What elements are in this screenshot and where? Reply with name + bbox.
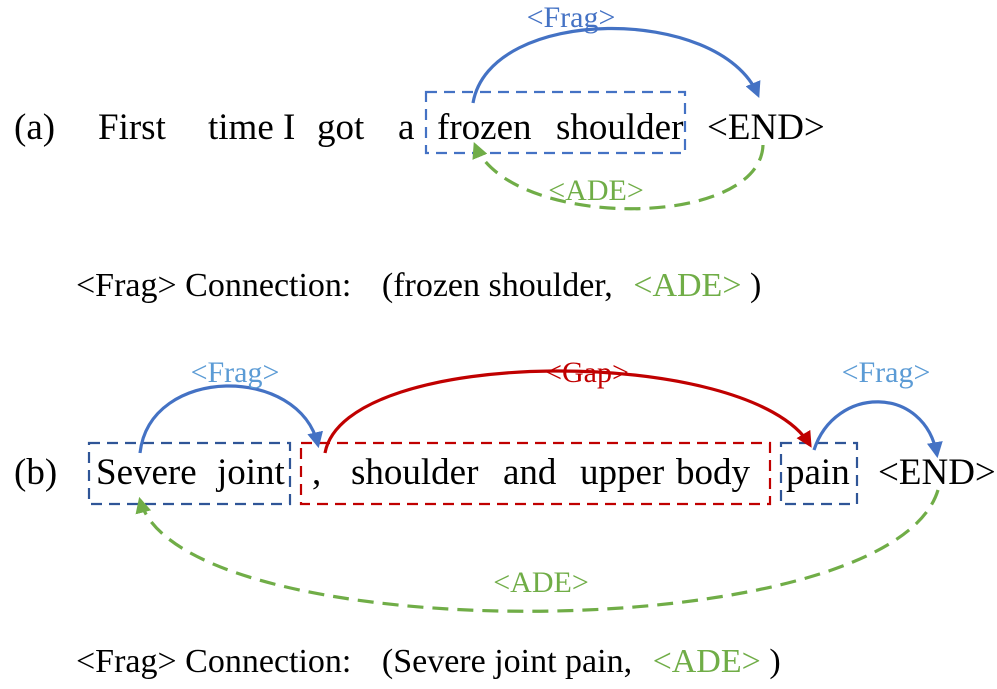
connection-open: (Severe joint pain, (382, 643, 632, 680)
connection-tag: <ADE> (633, 267, 741, 304)
connection-close: ) (769, 643, 780, 680)
panel-b-marker: (b) (14, 452, 57, 493)
ade-arc (135, 489, 940, 613)
token: joint (215, 452, 286, 493)
gap-box (299, 441, 772, 506)
entity-box-severe-joint (87, 441, 292, 506)
ade-label: <ADE> (548, 174, 644, 207)
frag-label: <Frag> (527, 1, 616, 34)
frag-arc-right (812, 400, 943, 459)
connection-close: ) (750, 267, 761, 304)
token: got (317, 107, 365, 148)
token: time (208, 107, 274, 148)
connection-open: (frozen shoulder, (382, 267, 613, 304)
token: body (676, 452, 751, 493)
token: frozen (437, 107, 532, 148)
panel-a: (a) First time I got a frozen shoulder <… (14, 1, 825, 304)
connection-line-b: <Frag> Connection: (Severe joint pain, <… (76, 643, 781, 680)
connection-line-a: <Frag> Connection: (frozen shoulder, <AD… (76, 267, 761, 304)
gap-label: <Gap> (545, 356, 629, 389)
frag-label-right: <Frag> (842, 356, 931, 389)
token: shoulder (556, 107, 683, 148)
token: <END> (878, 452, 996, 493)
panel-a-marker: (a) (14, 107, 55, 148)
token: and (503, 452, 557, 493)
gap-arc (323, 369, 812, 454)
token: upper (580, 452, 664, 493)
connection-tag: <ADE> (653, 643, 761, 680)
token: I (283, 107, 295, 148)
panel-b: (b) Severe joint , shoulder and upper bo… (14, 356, 996, 680)
token: pain (786, 452, 850, 493)
frag-arc (471, 26, 761, 104)
token: First (98, 107, 167, 148)
entity-box-frozen-shoulder (424, 90, 687, 155)
frag-arc-left (138, 384, 323, 454)
entity-box-pain (779, 441, 859, 506)
connection-prefix: <Frag> Connection: (76, 267, 351, 304)
connection-prefix: <Frag> Connection: (76, 643, 351, 680)
token: , (312, 452, 321, 493)
token: Severe (96, 452, 197, 493)
ade-label: <ADE> (493, 566, 589, 599)
token: a (398, 107, 414, 148)
frag-label-left: <Frag> (191, 356, 280, 389)
token: <END> (707, 107, 825, 148)
token: shoulder (351, 452, 478, 493)
ade-arc (472, 142, 765, 211)
